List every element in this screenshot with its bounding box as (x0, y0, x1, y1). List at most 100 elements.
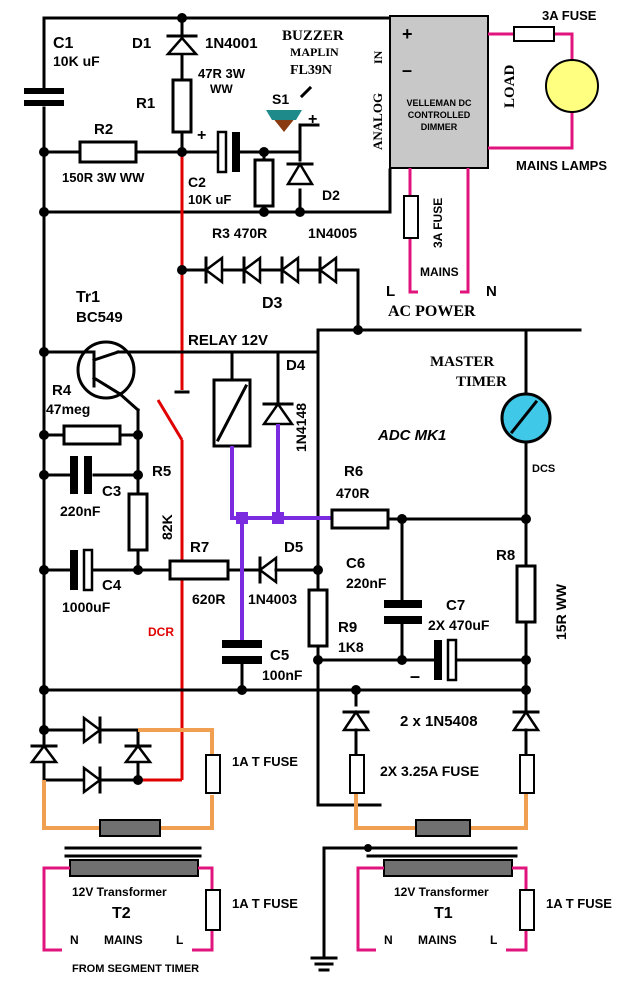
timer-icon (500, 392, 552, 444)
svg-text:C6: C6 (346, 555, 365, 572)
svg-text:15R WW: 15R WW (553, 583, 569, 640)
svg-text:R3 470R: R3 470R (212, 225, 267, 241)
c6-capacitor: C6 220nF (346, 555, 422, 662)
svg-text:FROM SEGMENT TIMER: FROM SEGMENT TIMER (72, 963, 199, 975)
svg-text:1A T FUSE: 1A T FUSE (546, 896, 612, 911)
svg-text:DIMMER: DIMMER (421, 122, 458, 132)
ac-power: 3A FUSE MAINS L N AC POWER (386, 168, 497, 320)
junction-dots (39, 13, 531, 785)
svg-text:1N4001: 1N4001 (205, 35, 258, 52)
r5-resistor: R5 82K (127, 463, 175, 572)
svg-text:MAINS LAMPS: MAINS LAMPS (516, 158, 607, 173)
svg-text:100nF: 100nF (262, 667, 303, 683)
svg-text:C5: C5 (270, 647, 289, 664)
c2-capacitor: + C2 10K uF (188, 127, 240, 207)
svg-text:D5: D5 (284, 539, 303, 556)
r9-resistor: R9 1K8 (307, 588, 364, 655)
svg-text:C4: C4 (102, 577, 122, 594)
svg-text:VELLEMAN DC: VELLEMAN DC (407, 98, 473, 108)
svg-text:D4: D4 (286, 357, 306, 374)
svg-text:N: N (70, 933, 79, 947)
svg-text:C2: C2 (188, 174, 206, 190)
svg-text:2X 470uF: 2X 470uF (428, 617, 490, 633)
svg-text:150R 3W WW: 150R 3W WW (62, 170, 145, 185)
svg-text:L: L (386, 283, 395, 300)
svg-text:D2: D2 (322, 187, 340, 203)
svg-text:R7: R7 (190, 539, 209, 556)
svg-text:1N4148: 1N4148 (293, 403, 309, 452)
svg-text:Tr1: Tr1 (76, 289, 100, 306)
svg-text:ANALOG: ANALOG (370, 93, 385, 150)
svg-text:T2: T2 (112, 905, 131, 922)
bridge-rectifier (29, 715, 153, 795)
svg-text:+: + (308, 111, 317, 128)
svg-text:1A T FUSE: 1A T FUSE (232, 896, 298, 911)
adc-label: ADC MK1 (377, 427, 446, 444)
t2-transformer: 1A T FUSE 12V Transformer T2 N MAINS L F… (42, 846, 298, 975)
svg-text:C3: C3 (102, 483, 121, 500)
svg-text:MAINS: MAINS (420, 265, 459, 279)
relay-contact: DCR (138, 152, 190, 782)
svg-text:N: N (486, 283, 497, 300)
buzzer-block: BUZZER MAPLIN FL39N S1 + (266, 28, 344, 132)
c3-capacitor: C3 220nF (42, 456, 140, 519)
c7-capacitor: – C7 2X 470uF (316, 597, 528, 686)
svg-text:–: – (410, 666, 420, 686)
svg-text:RELAY 12V: RELAY 12V (188, 332, 268, 349)
svg-text:R9: R9 (338, 619, 357, 636)
svg-text:AC POWER: AC POWER (388, 303, 476, 320)
svg-text:12V Transformer: 12V Transformer (394, 885, 489, 899)
svg-text:12V Transformer: 12V Transformer (72, 885, 167, 899)
r2-resistor: R2 150R 3W WW (62, 121, 145, 185)
svg-text:R5: R5 (152, 463, 171, 480)
c5-capacitor: C5 100nF (222, 640, 303, 692)
c4-capacitor: C4 1000uF (42, 548, 172, 615)
d3-diode-string: D3 (203, 255, 338, 312)
r3-resistor: R3 470R (212, 158, 275, 241)
d1-diode: D1 1N4001 (132, 34, 258, 56)
dimmer-unit: + – VELLEMAN DC CONTROLLED DIMMER ANALOG… (370, 15, 518, 169)
svg-text:L: L (490, 933, 497, 947)
d-1n5408-pair: 2 x 1N5408 (341, 709, 541, 757)
svg-text:10K uF: 10K uF (53, 53, 100, 69)
svg-text:N: N (384, 933, 393, 947)
svg-text:WW: WW (210, 82, 233, 96)
svg-text:+: + (197, 127, 206, 144)
svg-text:1N4005: 1N4005 (308, 225, 357, 241)
tr1-transistor: Tr1 BC549 (42, 289, 320, 502)
c1-capacitor: C1 10K uF (24, 35, 100, 106)
svg-text:R1: R1 (136, 95, 155, 112)
svg-text:TIMER: TIMER (456, 374, 507, 390)
r7-resistor: R7 620R (168, 539, 260, 607)
svg-text:FL39N: FL39N (290, 63, 332, 78)
d5-diode: D5 1N4003 (248, 539, 320, 607)
svg-text:1000uF: 1000uF (62, 599, 111, 615)
master-timer: MASTER TIMER DCS (430, 328, 555, 568)
r4-resistor: R4 47meg (42, 382, 140, 446)
svg-text:2 x 1N5408: 2 x 1N5408 (400, 713, 478, 730)
top-wires (42, 16, 582, 807)
svg-text:MAINS: MAINS (104, 933, 143, 947)
svg-text:3A FUSE: 3A FUSE (431, 198, 445, 248)
bottom-rails (42, 688, 528, 717)
svg-text:D3: D3 (262, 295, 283, 312)
svg-text:3A FUSE: 3A FUSE (542, 8, 597, 23)
svg-text:MAINS: MAINS (418, 933, 457, 947)
r6-resistor: R6 470R (330, 463, 528, 602)
svg-text:DCS: DCS (532, 463, 555, 475)
svg-text:BUZZER: BUZZER (282, 28, 344, 44)
svg-text:R8: R8 (496, 547, 515, 564)
svg-text:BC549: BC549 (76, 309, 123, 326)
svg-text:620R: 620R (192, 591, 225, 607)
svg-text:S1: S1 (272, 91, 289, 107)
svg-text:L: L (176, 933, 183, 947)
svg-text:MAPLIN: MAPLIN (290, 45, 339, 59)
t2-secondary: 1A T FUSE (42, 728, 298, 837)
svg-text:1A T FUSE: 1A T FUSE (232, 754, 298, 769)
svg-text:R6: R6 (344, 463, 363, 480)
d2-diode: D2 1N4005 (285, 161, 357, 241)
svg-text:IN: IN (371, 50, 385, 64)
svg-text:82K: 82K (159, 514, 175, 540)
svg-text:2X 3.25A FUSE: 2X 3.25A FUSE (380, 763, 479, 779)
